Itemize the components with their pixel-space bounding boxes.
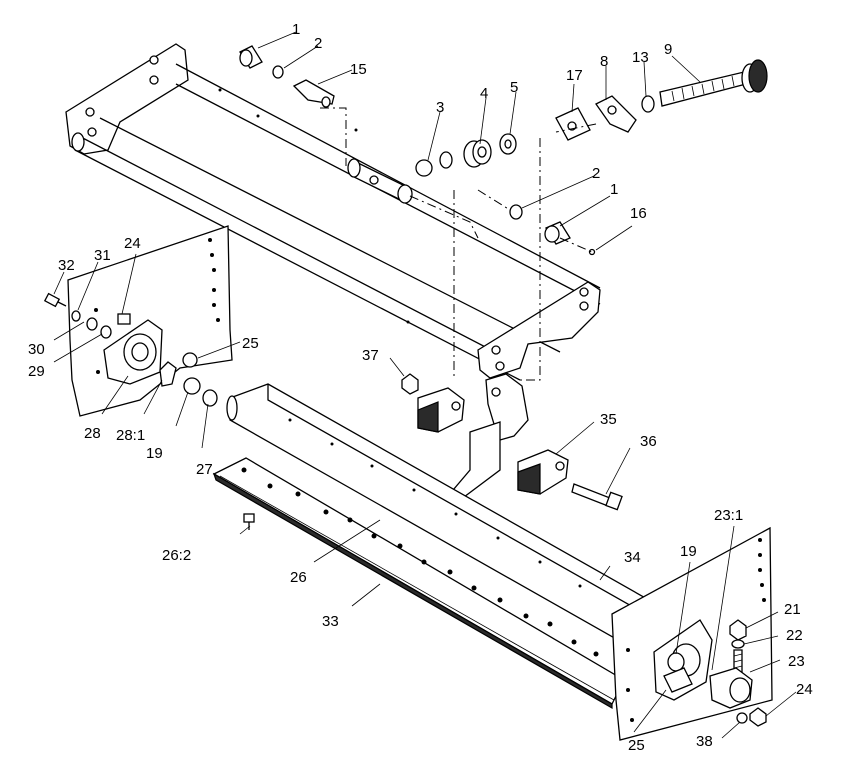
callout-label: 3 [436, 99, 444, 116]
callout-labels: 1 2 15 3 4 5 17 8 13 9 2 1 16 32 31 24 3… [28, 21, 813, 754]
callout-label: 33 [322, 613, 339, 630]
assembly-lines [320, 107, 597, 381]
upper-frame [65, 43, 601, 381]
center-bracket [401, 373, 623, 511]
callout-label: 9 [664, 41, 672, 58]
callout-label: 26 [290, 569, 307, 586]
left-small-parts [43, 292, 131, 339]
callout-label: 31 [94, 247, 111, 264]
top-center-parts [415, 133, 517, 177]
callout-label: 37 [362, 347, 379, 364]
callout-label: 26:2 [162, 547, 191, 564]
callout-label: 19 [146, 445, 163, 462]
callout-label: 23:1 [714, 507, 743, 524]
callout-label: 24 [796, 681, 813, 698]
callout-label: 36 [640, 433, 657, 450]
leader-lines [53, 31, 797, 739]
callout-label: 32 [58, 257, 75, 274]
callout-label: 5 [510, 79, 518, 96]
callout-label: 1 [292, 21, 300, 38]
callout-label: 2 [314, 35, 322, 52]
callout-label: 23 [788, 653, 805, 670]
right-adjuster [709, 619, 767, 727]
top-left-parts [239, 45, 335, 108]
callout-label: 22 [786, 627, 803, 644]
callout-label: 25 [628, 737, 645, 754]
callout-label: 17 [566, 67, 583, 84]
callout-label: 1 [610, 181, 618, 198]
callout-label: 25 [242, 335, 259, 352]
mid-right-parts [509, 204, 596, 256]
callout-label: 8 [600, 53, 608, 70]
callout-label: 2 [592, 165, 600, 182]
callout-label: 27 [196, 461, 213, 478]
callout-label: 28 [84, 425, 101, 442]
callout-label: 28:1 [116, 427, 145, 444]
left-pin-parts [159, 352, 218, 407]
callout-label: 16 [630, 205, 647, 222]
callout-label: 19 [680, 543, 697, 560]
callout-label: 15 [350, 61, 367, 78]
top-right-parts [555, 59, 768, 141]
callout-label: 21 [784, 601, 801, 618]
callout-label: 38 [696, 733, 713, 750]
callout-label: 34 [624, 549, 641, 566]
callout-label: 24 [124, 235, 141, 252]
callout-label: 30 [28, 341, 45, 358]
callout-label: 29 [28, 363, 45, 380]
callout-label: 4 [480, 85, 488, 102]
callout-label: 13 [632, 49, 649, 66]
bedbar [226, 383, 657, 641]
callout-label: 35 [600, 411, 617, 428]
center-sleeve [347, 158, 413, 204]
